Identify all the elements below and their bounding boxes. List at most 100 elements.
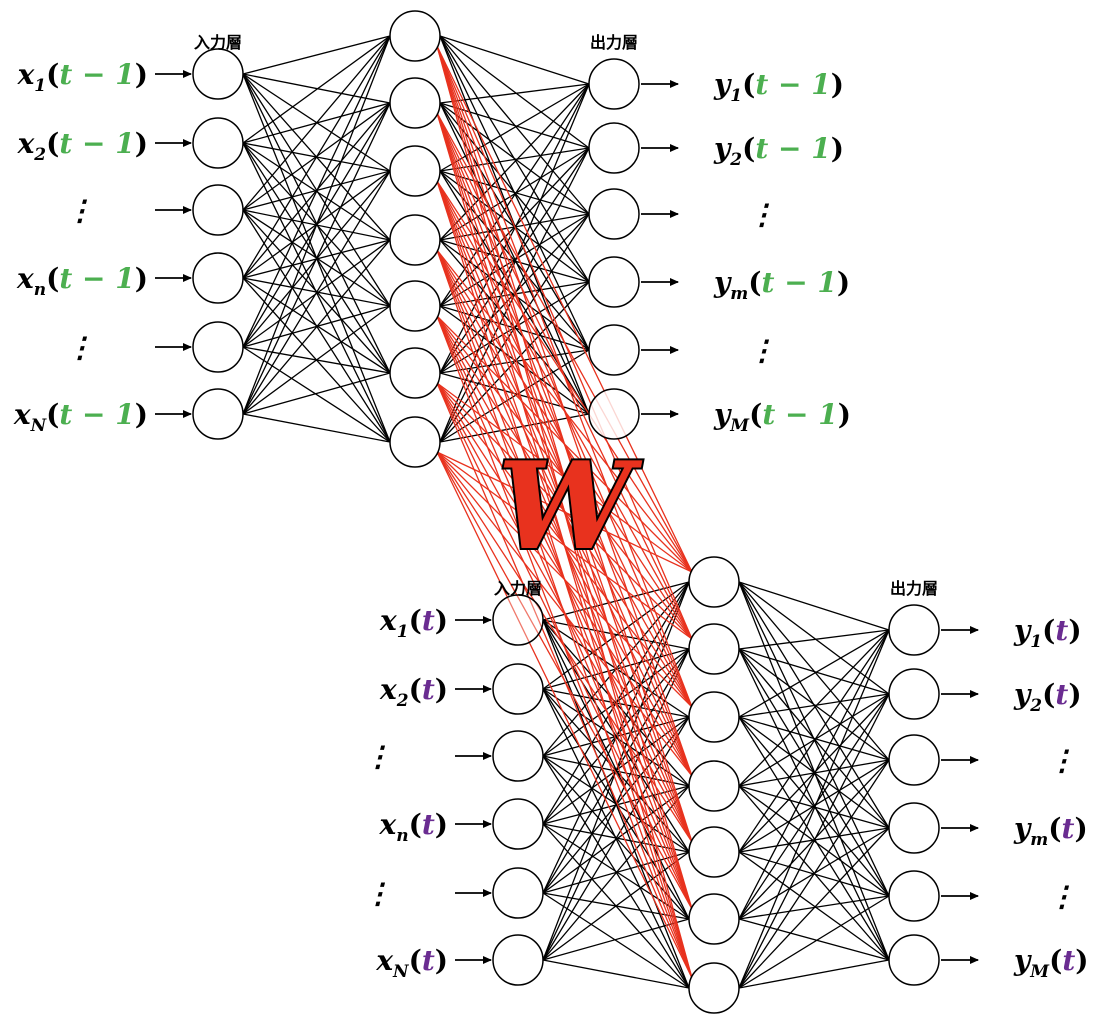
output-label: ym(t − 1)	[713, 266, 850, 304]
edge-hidden-out	[738, 629, 890, 920]
output-neuron	[888, 870, 940, 922]
recurrent-edge	[436, 451, 693, 708]
edge-in-hidden	[542, 959, 690, 989]
output-label: y2(t − 1)	[713, 132, 844, 170]
edge-hidden-out	[439, 147, 590, 172]
ellipsis-label: ⋮	[1048, 880, 1076, 913]
recurrent-edge	[436, 451, 693, 910]
edge-in-hidden	[542, 581, 690, 690]
input-label: x2(t − 1)	[17, 127, 148, 165]
output-neuron	[888, 802, 940, 854]
recurrent-edge	[436, 45, 693, 573]
edge-in-hidden	[542, 581, 690, 825]
edge-hidden-out	[738, 629, 890, 787]
input-label: x1(t − 1)	[17, 58, 148, 96]
edge-hidden-out	[738, 629, 890, 650]
input-neuron	[192, 117, 244, 169]
edge-in-hidden	[542, 851, 690, 961]
output-neuron	[888, 668, 940, 720]
recurrent-edge	[436, 451, 693, 979]
hidden-neuron	[688, 691, 740, 743]
input-neuron	[492, 594, 544, 646]
recurrent-edge	[436, 180, 693, 573]
edge-in-hidden	[542, 581, 690, 621]
input-neuron	[492, 798, 544, 850]
input-neuron	[192, 48, 244, 100]
edge-hidden-out	[738, 693, 890, 718]
edge-hidden-out	[738, 759, 890, 989]
ellipsis-label: ⋮	[748, 198, 776, 231]
hidden-neuron	[688, 893, 740, 945]
input-neuron	[492, 867, 544, 919]
recurrent-edge	[436, 382, 693, 843]
edge-hidden-out	[738, 918, 890, 961]
hidden-neuron	[688, 556, 740, 608]
input-label: xn(t)	[378, 808, 448, 846]
input-neuron	[492, 934, 544, 986]
edge-hidden-out	[738, 648, 890, 761]
edge-in-hidden	[242, 35, 391, 211]
edge-hidden-out	[738, 648, 890, 961]
edge-in-hidden	[242, 239, 391, 415]
ellipsis-label: ⋮	[66, 194, 94, 227]
edge-hidden-out	[738, 693, 890, 920]
output-neuron	[888, 734, 940, 786]
input-neuron	[192, 252, 244, 304]
ellipsis-label: ⋮	[364, 877, 392, 910]
output-neuron	[888, 934, 940, 986]
input-neuron	[192, 388, 244, 440]
recurrent-edge	[436, 451, 693, 777]
input-neuron	[492, 663, 544, 715]
edge-in-hidden	[242, 170, 391, 415]
hidden-neuron	[389, 280, 441, 332]
edge-hidden-out	[738, 581, 890, 961]
edge-hidden-out	[439, 83, 590, 241]
output-neuron	[588, 58, 640, 110]
edge-hidden-out	[738, 648, 890, 695]
output-neuron	[588, 256, 640, 308]
output-label: y2(t)	[1013, 678, 1082, 716]
edge-in-hidden	[242, 35, 391, 144]
edge-hidden-out	[738, 581, 890, 695]
output-label: yM(t − 1)	[713, 398, 851, 436]
output-label: ym(t)	[1013, 812, 1088, 850]
edge-in-hidden	[242, 305, 391, 415]
input-neuron	[192, 184, 244, 236]
hidden-neuron	[688, 760, 740, 812]
edge-in-hidden	[242, 35, 391, 415]
edge-in-hidden	[242, 372, 391, 415]
output-neuron	[588, 324, 640, 376]
output-label: y1(t − 1)	[713, 68, 844, 106]
curr-output-layer-label: 出力層	[890, 579, 938, 598]
edge-in-hidden	[242, 102, 391, 415]
edge-hidden-out	[738, 895, 890, 989]
input-label: xn(t − 1)	[16, 262, 148, 300]
output-label: yM(t)	[1013, 944, 1089, 982]
io-labels: x1(t − 1) x2(t − 1) ⋮ xn(t − 1) ⋮ xN(t − 1) y1…	[13, 58, 1089, 982]
recurrent-edge	[436, 451, 693, 640]
ellipsis-label: ⋮	[66, 331, 94, 364]
hidden-neuron	[389, 77, 441, 129]
edge-hidden-out	[738, 629, 890, 853]
edge-hidden-out	[439, 413, 590, 443]
edge-hidden-out	[738, 759, 890, 920]
neurons	[192, 10, 940, 1014]
edge-hidden-out	[439, 35, 590, 85]
prev-input-layer-label: 入力層	[194, 33, 242, 52]
input-label: xN(t − 1)	[13, 398, 148, 436]
edge-hidden-out	[738, 629, 890, 989]
edge-in-hidden	[242, 35, 391, 348]
ellipsis-label: ⋮	[748, 334, 776, 367]
edge-in-hidden	[542, 581, 690, 894]
edge-hidden-out	[738, 959, 890, 989]
weight-matrix-symbol: W	[498, 436, 643, 577]
edge-hidden-out	[439, 102, 590, 215]
ellipsis-label: ⋮	[364, 740, 392, 773]
hidden-neuron	[688, 962, 740, 1014]
hidden-neuron	[389, 145, 441, 197]
edge-hidden-out	[738, 716, 890, 961]
edge-hidden-out	[439, 102, 590, 415]
edge-in-hidden	[542, 581, 690, 961]
hidden-neuron	[389, 347, 441, 399]
